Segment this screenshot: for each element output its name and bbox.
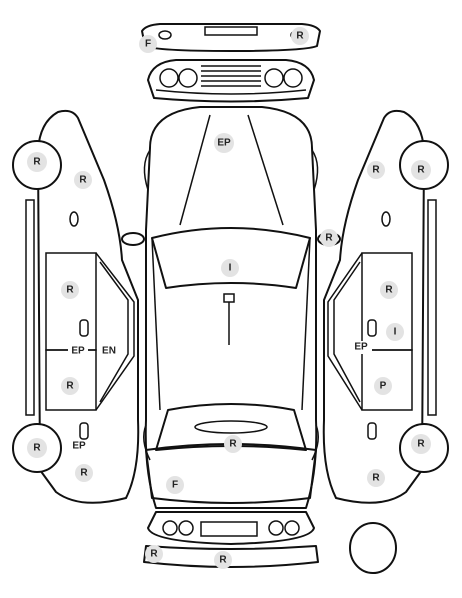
mark-right-front-fender[interactable]: R xyxy=(367,161,385,179)
mark-label: R xyxy=(33,157,41,168)
mark-left-door-edge-b[interactable]: EN xyxy=(99,344,119,357)
mark-right-front-door[interactable]: R xyxy=(380,281,398,299)
mark-front-bumper-right[interactable]: R xyxy=(291,27,309,45)
mark-hood[interactable]: EP xyxy=(214,133,234,153)
mark-label: R xyxy=(325,233,333,244)
spare-tire[interactable] xyxy=(349,522,397,574)
mark-label: EP xyxy=(71,346,85,357)
mark-right-rear-door[interactable]: P xyxy=(374,377,392,395)
front-face[interactable] xyxy=(147,59,315,103)
mark-right-rear-fender[interactable]: R xyxy=(367,469,385,487)
mark-label: R xyxy=(296,31,304,42)
mark-left-rear-sill[interactable]: EP xyxy=(68,440,90,453)
mark-label: R xyxy=(372,473,380,484)
mark-left-front-fender[interactable]: R xyxy=(74,171,92,189)
mark-label: R xyxy=(150,549,158,560)
mark-label: R xyxy=(80,468,88,479)
mark-label: R xyxy=(229,439,237,450)
mark-label: R xyxy=(417,165,425,176)
mark-trunk-glass[interactable]: R xyxy=(224,435,242,453)
mark-left-rear-door[interactable]: R xyxy=(61,377,79,395)
mark-left-front-wheel[interactable]: R xyxy=(27,152,47,172)
mark-left-rear-wheel[interactable]: R xyxy=(27,438,47,458)
mark-label: R xyxy=(219,555,227,566)
mark-label: R xyxy=(79,175,87,186)
rear-face[interactable] xyxy=(147,511,315,545)
mark-label: R xyxy=(417,439,425,450)
mark-trunk[interactable]: F xyxy=(166,476,184,494)
car-body-top-view[interactable] xyxy=(121,106,341,509)
mark-rear-bumper-left[interactable]: R xyxy=(145,545,163,563)
mark-right-door-edge[interactable]: EP xyxy=(350,341,372,354)
mark-label: R xyxy=(33,443,41,454)
mark-windshield-right[interactable]: R xyxy=(320,229,338,247)
mark-right-rear-wheel[interactable]: R xyxy=(411,434,431,454)
mark-roof[interactable]: I xyxy=(221,259,239,277)
mark-label: EN xyxy=(102,346,116,357)
mark-label: EP xyxy=(72,441,86,452)
mark-label: EP xyxy=(217,138,231,149)
mark-label: F xyxy=(172,480,178,491)
mark-left-rear-fender[interactable]: R xyxy=(75,464,93,482)
mark-left-door-edge-a[interactable]: EP xyxy=(68,344,88,357)
mark-label: EP xyxy=(354,342,368,353)
mark-left-front-door[interactable]: R xyxy=(61,281,79,299)
mark-label: I xyxy=(229,263,232,274)
mark-label: R xyxy=(66,381,74,392)
mark-front-bumper-left[interactable]: F xyxy=(139,35,157,53)
mark-label: R xyxy=(385,285,393,296)
mark-label: F xyxy=(145,39,151,50)
rear-bumper[interactable] xyxy=(143,545,319,568)
mark-right-front-wheel[interactable]: R xyxy=(411,160,431,180)
mark-label: I xyxy=(394,327,397,338)
mark-rear-bumper-center[interactable]: R xyxy=(214,551,232,569)
mark-label: P xyxy=(380,381,387,392)
mark-label: R xyxy=(372,165,380,176)
mark-label: R xyxy=(66,285,74,296)
mark-right-front-handle[interactable]: I xyxy=(386,323,404,341)
